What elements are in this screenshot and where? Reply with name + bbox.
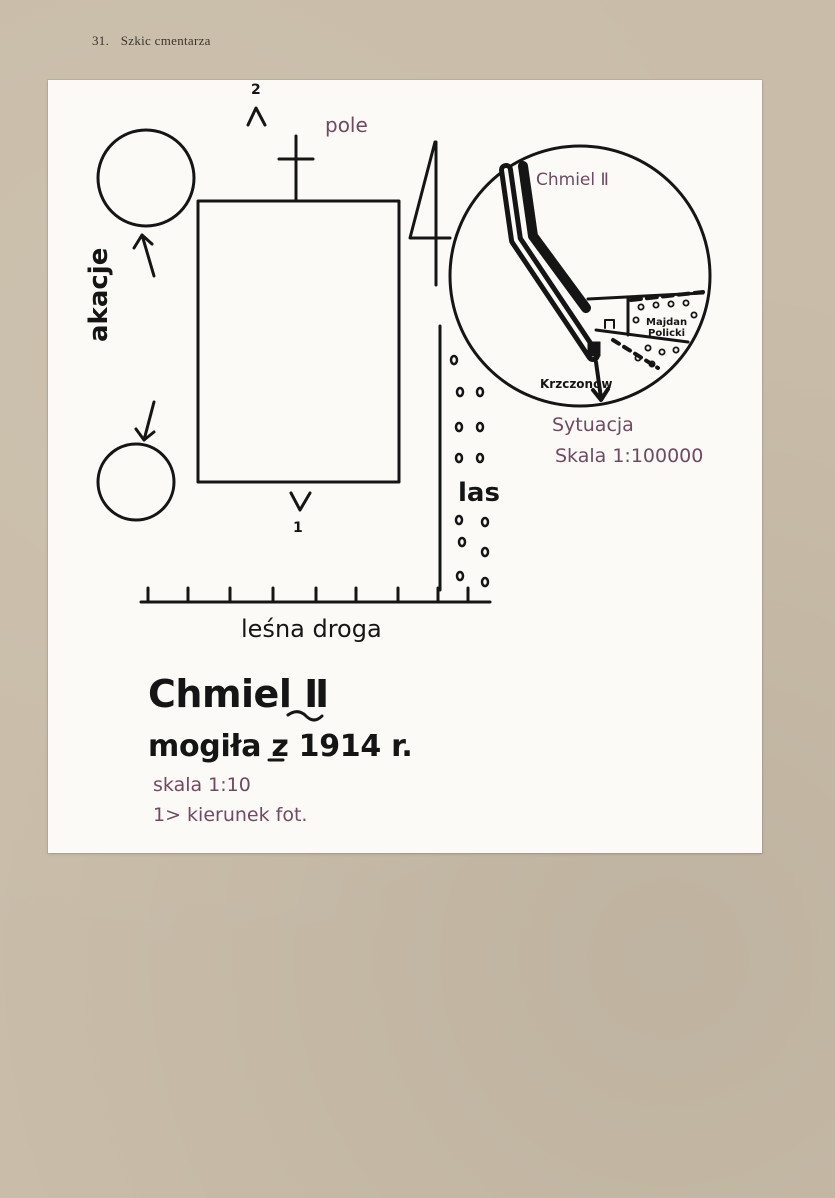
inset-arrow xyxy=(591,360,610,402)
grave-outline xyxy=(196,199,401,484)
label-forest-road: leśna droga xyxy=(241,615,382,643)
sketch-sheet: 2 1 pole las leśna droga akacje Chmiel Ⅱ… xyxy=(48,80,762,853)
page-header: 31. Szkic cmentarza xyxy=(92,33,211,49)
direction-marker-bottom xyxy=(289,491,312,512)
direction-marker-top xyxy=(246,106,267,127)
acacia-tree-bottom xyxy=(96,442,176,522)
sketch-drawing xyxy=(96,106,712,762)
acacia-tree-top xyxy=(96,128,196,228)
label-acacias: akacje xyxy=(84,247,114,342)
cross-symbol xyxy=(277,134,315,203)
direction-number-bottom: 1 xyxy=(293,520,303,536)
page-title: Szkic cmentarza xyxy=(120,33,211,48)
arrow-to-top-tree xyxy=(132,233,156,278)
inset-title: Chmiel Ⅱ xyxy=(536,170,609,190)
inset-dashed-road xyxy=(611,338,660,370)
road-ticks xyxy=(146,586,470,604)
inset-place-krzczonow: Krzczonów xyxy=(540,377,613,391)
caption-scale: skala 1:10 xyxy=(153,774,251,796)
caption-title: Chmiel Ⅱ xyxy=(148,672,329,716)
page-number: 31. xyxy=(92,33,110,48)
inset-small-hut xyxy=(604,319,615,329)
caption-subtitle: mogiła z 1914 r. xyxy=(148,729,413,764)
inset-scale-label: Skala 1:100000 xyxy=(555,445,704,467)
inset-situation-label: Sytuacja xyxy=(552,414,634,436)
inset-grave-marker xyxy=(587,341,601,357)
caption-direction-note: 1> kierunek fot. xyxy=(153,804,308,826)
inset-place-majdan-policki: Majdan Policki xyxy=(646,317,688,339)
arrow-to-bottom-tree xyxy=(134,400,156,442)
situation-inset xyxy=(448,144,712,408)
inset-settlement-dots xyxy=(632,299,698,368)
label-forest: las xyxy=(458,478,500,508)
inset-dashed-line xyxy=(629,290,705,302)
inset-circle xyxy=(448,144,712,408)
label-field: pole xyxy=(325,113,368,137)
direction-number-top: 2 xyxy=(251,82,261,98)
roman-numeral-underline xyxy=(286,710,324,722)
forest-trees xyxy=(449,354,490,588)
plot-number-4 xyxy=(408,140,452,287)
